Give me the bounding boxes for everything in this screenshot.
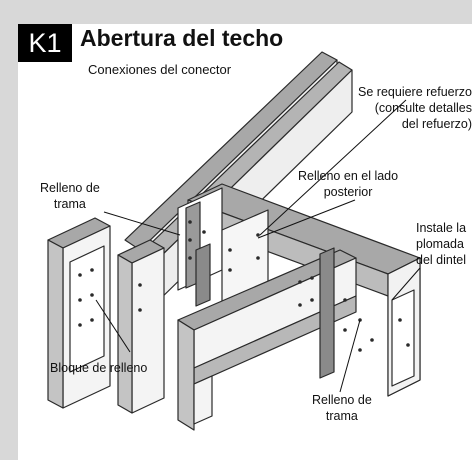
callout-refuerzo-line3: del refuerzo) <box>401 117 472 131</box>
diagram-title: Abertura del techo <box>80 25 284 51</box>
callout-plomada-line2: plomada <box>416 237 464 251</box>
hanger-strap-1 <box>319 247 335 379</box>
callout-refuerzo-line1: Se requiere refuerzo <box>358 85 472 99</box>
nail-pattern <box>78 220 410 352</box>
leader-relleno-trama-top <box>103 211 181 236</box>
diagram-subtitle: Conexiones del conector <box>88 62 232 77</box>
leader-relleno-trama-bottom <box>339 319 361 393</box>
callout-refuerzo: Se requiere refuerzo (consulte detalles … <box>352 84 472 132</box>
callout-bloque: Bloque de relleno <box>50 360 147 376</box>
front-joist <box>177 249 357 431</box>
callout-plomada: Instale la plomada del dintel <box>416 220 466 268</box>
callout-relleno-trama-bottom-line1: Relleno de <box>312 393 372 407</box>
leader-bloque <box>95 299 131 353</box>
leader-lines <box>95 99 421 393</box>
callout-plomada-line3: del dintel <box>416 253 467 267</box>
callout-relleno-trama-top-line2: trama <box>53 197 86 211</box>
middle-left-joist <box>117 239 165 414</box>
callout-relleno-trama-bottom-line2: trama <box>325 409 358 423</box>
callout-relleno-trama-bottom: Relleno de trama <box>312 392 372 424</box>
callout-relleno-trama-top-line1: Relleno de <box>40 181 100 195</box>
leader-refuerzo <box>259 99 407 236</box>
hanger-strap-2 <box>195 243 211 307</box>
section-badge: K1 <box>18 24 72 62</box>
callout-relleno-posterior: Relleno en el lado posterior <box>298 168 398 200</box>
right-trimmer <box>387 257 421 397</box>
callout-relleno-posterior-line1: Relleno en el lado <box>298 169 399 183</box>
callout-relleno-trama-top: Relleno de trama <box>40 180 100 212</box>
callout-bloque-line1: Bloque de relleno <box>50 361 148 375</box>
callout-refuerzo-line2: (consulte detalles <box>374 101 472 115</box>
left-joist <box>47 217 111 409</box>
leader-relleno-posterior <box>257 199 356 239</box>
callout-plomada-line1: Instale la <box>416 221 467 235</box>
callout-relleno-posterior-line2: posterior <box>323 185 373 199</box>
leader-plomada <box>391 267 421 301</box>
